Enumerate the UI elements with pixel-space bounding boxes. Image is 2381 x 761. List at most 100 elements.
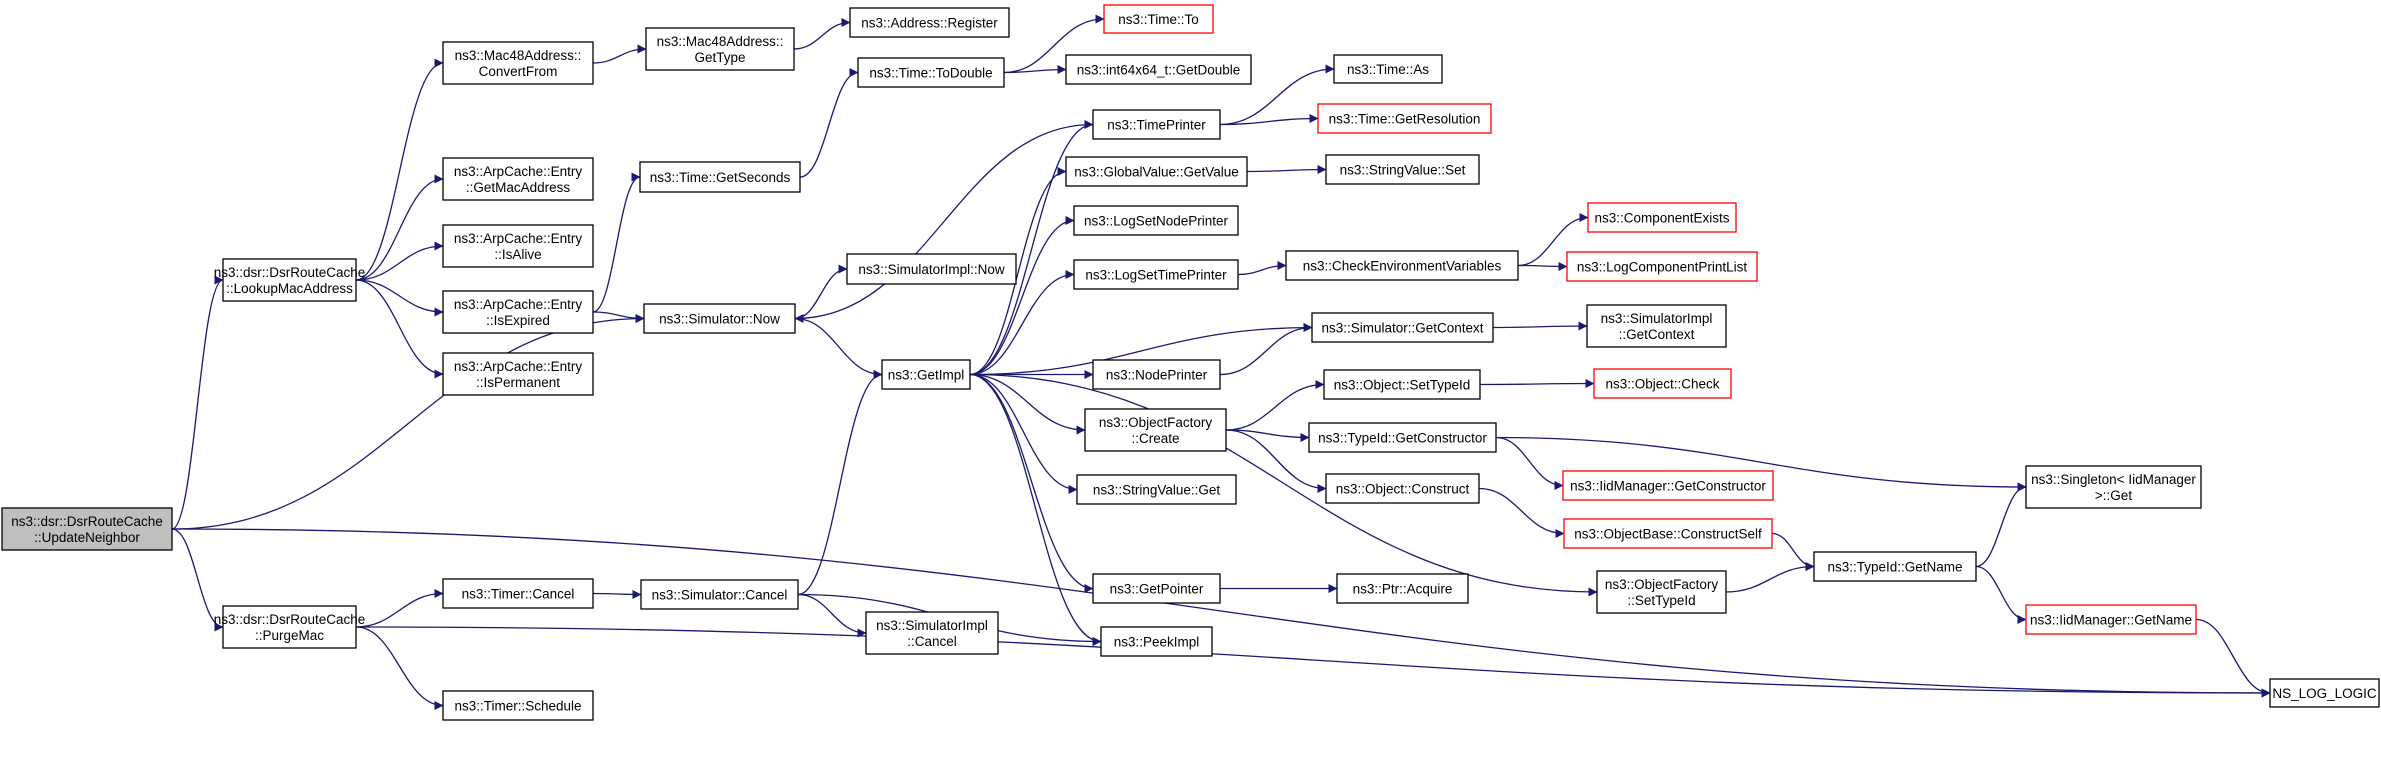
node-box bbox=[849, 7, 1010, 38]
node-box bbox=[643, 303, 796, 334]
edge-arrow bbox=[969, 373, 1078, 494]
node-iidgetname[interactable]: ns3::IidManager::GetName bbox=[2025, 604, 2197, 635]
edge-lookup-to-ispermanent bbox=[355, 279, 444, 379]
edge-typeidgetname-to-singletonget bbox=[1975, 482, 2027, 568]
node-getresolution[interactable]: ns3::Time::GetResolution bbox=[1317, 103, 1492, 134]
edge-update-to-simnow bbox=[171, 314, 645, 530]
edge-nodeprinter-to-simgetcontext bbox=[1219, 323, 1313, 376]
edge-arrow bbox=[797, 370, 883, 596]
node-globalgetvalue[interactable]: ns3::GlobalValue::GetValue bbox=[1065, 156, 1248, 187]
node-box bbox=[1587, 202, 1737, 233]
node-objfactsettypeid[interactable]: ns3::ObjectFactory::SetTypeId bbox=[1596, 570, 1727, 614]
node-getpointer[interactable]: ns3::GetPointer bbox=[1092, 573, 1221, 604]
node-iidgetctor[interactable]: ns3::IidManager::GetConstructor bbox=[1562, 470, 1774, 501]
node-label-line: ns3::Time::As bbox=[1347, 62, 1429, 77]
edge-arrow bbox=[1219, 114, 1319, 126]
edge-todouble-to-int64getdouble bbox=[1003, 65, 1067, 75]
node-label-line: ns3::NodePrinter bbox=[1106, 368, 1208, 383]
node-objsettypeid[interactable]: ns3::Object::SetTypeId bbox=[1323, 369, 1481, 400]
node-checkenv[interactable]: ns3::CheckEnvironmentVariables bbox=[1285, 250, 1519, 281]
edge-lookup-to-getmac bbox=[355, 174, 444, 281]
node-getseconds[interactable]: ns3::Time::GetSeconds bbox=[639, 161, 801, 193]
node-peekimpl[interactable]: ns3::PeekImpl bbox=[1100, 626, 1213, 657]
edge-getimpl-to-stringvalueget bbox=[969, 373, 1078, 494]
node-label-line: ns3::Time::ToDouble bbox=[869, 66, 992, 81]
node-typeidgetctor[interactable]: ns3::TypeId::GetConstructor bbox=[1308, 422, 1497, 453]
node-simimplcancel[interactable]: ns3::SimulatorImpl::Cancel bbox=[865, 611, 999, 655]
node-objbaseconstructself[interactable]: ns3::ObjectBase::ConstructSelf bbox=[1563, 518, 1773, 549]
edge-getimpl-to-timeprinter bbox=[969, 120, 1094, 376]
node-objcheck[interactable]: ns3::Object::Check bbox=[1593, 368, 1732, 399]
node-todouble[interactable]: ns3::Time::ToDouble bbox=[857, 57, 1005, 88]
node-typeidgetname[interactable]: ns3::TypeId::GetName bbox=[1813, 551, 1977, 582]
edge-arrow bbox=[355, 626, 2271, 698]
edge-arrow bbox=[1478, 487, 1565, 538]
node-label-line: ::UpdateNeighbor bbox=[34, 530, 140, 545]
node-isexpired[interactable]: ns3::ArpCache::Entry::IsExpired bbox=[442, 290, 594, 334]
node-box bbox=[442, 690, 594, 721]
node-label-line: ::Create bbox=[1131, 431, 1179, 446]
node-simgetcontext[interactable]: ns3::Simulator::GetContext bbox=[1311, 312, 1494, 343]
node-componentexists[interactable]: ns3::ComponentExists bbox=[1587, 202, 1737, 233]
node-nslog[interactable]: NS_LOG_LOGIC bbox=[2269, 678, 2380, 708]
node-isalive[interactable]: ns3::ArpCache::Entry::IsAlive bbox=[442, 224, 594, 268]
node-getimpl[interactable]: ns3::GetImpl bbox=[881, 359, 971, 390]
node-mac48gettype[interactable]: ns3::Mac48Address::GetType bbox=[645, 27, 795, 71]
node-box bbox=[1100, 626, 1213, 657]
edge-arrow bbox=[355, 241, 444, 281]
node-label-line: ConvertFrom bbox=[479, 64, 558, 79]
node-objfactcreate[interactable]: ns3::ObjectFactory::Create bbox=[1084, 408, 1227, 452]
node-lookup[interactable]: ns3::dsr::DsrRouteCache::LookupMacAddres… bbox=[214, 258, 366, 302]
node-box bbox=[442, 41, 594, 85]
edge-arrow bbox=[969, 216, 1075, 376]
node-simimplnow[interactable]: ns3::SimulatorImpl::Now bbox=[846, 253, 1017, 285]
edge-isexpired-to-simnow bbox=[592, 311, 645, 323]
node-timeto[interactable]: ns3::Time::To bbox=[1103, 4, 1214, 34]
node-label-line: ns3::Simulator::Now bbox=[659, 312, 780, 327]
node-logsetnode[interactable]: ns3::LogSetNodePrinter bbox=[1073, 205, 1239, 236]
node-ptracquire[interactable]: ns3::Ptr::Acquire bbox=[1336, 573, 1469, 604]
node-label-line: ::GetMacAddress bbox=[466, 180, 571, 195]
node-timerschedule[interactable]: ns3::Timer::Schedule bbox=[442, 690, 594, 721]
node-label-line: ns3::Address::Register bbox=[861, 16, 998, 31]
node-logsettime[interactable]: ns3::LogSetTimePrinter bbox=[1073, 259, 1239, 290]
node-logcompprint[interactable]: ns3::LogComponentPrintList bbox=[1566, 251, 1758, 282]
node-timeas[interactable]: ns3::Time::As bbox=[1333, 54, 1443, 84]
node-stringvalueget[interactable]: ns3::StringValue::Get bbox=[1076, 474, 1237, 505]
edge-getimpl-to-peekimpl bbox=[969, 373, 1102, 646]
node-singletonget[interactable]: ns3::Singleton< IidManager>::Get bbox=[2025, 465, 2202, 509]
edge-arrow bbox=[1517, 213, 1589, 267]
edge-arrow bbox=[969, 323, 1313, 376]
node-box bbox=[1092, 573, 1221, 604]
node-label-line: ns3::Ptr::Acquire bbox=[1353, 582, 1453, 597]
edge-isexpired-to-getseconds bbox=[592, 172, 641, 313]
node-label-line: ns3::SimulatorImpl bbox=[876, 618, 988, 633]
edge-getimpl-to-logsettime bbox=[969, 270, 1075, 376]
node-ispermanent[interactable]: ns3::ArpCache::Entry::IsPermanent bbox=[442, 352, 594, 396]
node-simimplgetcontext[interactable]: ns3::SimulatorImpl::GetContext bbox=[1586, 304, 1727, 348]
node-simnow[interactable]: ns3::Simulator::Now bbox=[643, 303, 796, 334]
node-label-line: ns3::TimePrinter bbox=[1107, 118, 1206, 133]
node-objconstruct[interactable]: ns3::Object::Construct bbox=[1325, 473, 1480, 504]
node-nodeprinter[interactable]: ns3::NodePrinter bbox=[1092, 359, 1221, 390]
edge-getimpl-to-getpointer bbox=[969, 373, 1094, 593]
node-stringvalueset[interactable]: ns3::StringValue::Set bbox=[1325, 154, 1480, 185]
edge-objsettypeid-to-objcheck bbox=[1479, 379, 1595, 389]
node-box bbox=[1103, 4, 1214, 34]
node-purge[interactable]: ns3::dsr::DsrRouteCache::PurgeMac bbox=[214, 605, 366, 649]
edge-arrow bbox=[794, 123, 1094, 323]
node-addrregister[interactable]: ns3::Address::Register bbox=[849, 7, 1010, 38]
node-convertfrom[interactable]: ns3::Mac48Address::ConvertFrom bbox=[442, 41, 594, 85]
node-timercancel[interactable]: ns3::Timer::Cancel bbox=[442, 578, 594, 609]
node-timeprinter[interactable]: ns3::TimePrinter bbox=[1092, 109, 1221, 140]
edge-timeprinter-to-getresolution bbox=[1219, 114, 1319, 126]
node-simcancel[interactable]: ns3::Simulator::Cancel bbox=[640, 579, 799, 610]
node-int64getdouble[interactable]: ns3::int64x64_t::GetDouble bbox=[1065, 54, 1252, 85]
edge-arrow bbox=[355, 626, 444, 710]
node-box bbox=[1593, 368, 1732, 399]
node-getmac[interactable]: ns3::ArpCache::Entry::GetMacAddress bbox=[442, 157, 594, 201]
edge-arrow bbox=[171, 314, 645, 530]
edge-getimpl-to-globalgetvalue bbox=[969, 167, 1067, 376]
edge-arrow bbox=[969, 373, 1086, 435]
node-label-line: ns3::CheckEnvironmentVariables bbox=[1303, 259, 1502, 274]
